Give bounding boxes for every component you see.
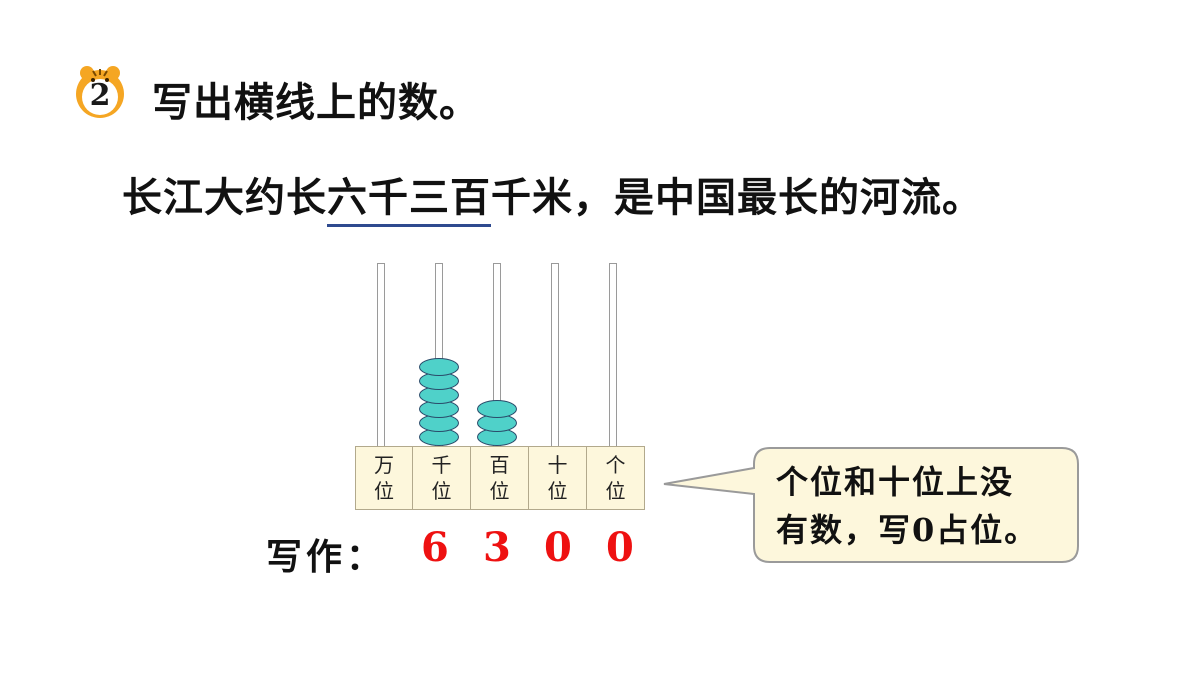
sentence-underlined-number: 六千三百 [327, 178, 491, 227]
place-label-line1: 千 [431, 453, 452, 477]
place-label-line2: 位 [489, 479, 510, 503]
answer-digit-thousands: 6 [421, 524, 449, 571]
answer-digit-ones: 0 [606, 524, 634, 571]
place-label-ge: 个位 [587, 446, 645, 510]
sentence-before: 长江大约长 [122, 175, 327, 221]
place-label-qian: 千位 [413, 446, 471, 510]
abacus: 万位 千位 百位 十位 个位 [340, 250, 660, 520]
task-number: 2 [89, 78, 111, 113]
place-label-line1: 十 [547, 453, 568, 477]
place-label-line2: 位 [547, 479, 568, 503]
place-label-shi: 十位 [529, 446, 587, 510]
abacus-bead [477, 400, 517, 418]
place-label-line1: 个 [605, 453, 626, 477]
place-label-line2: 位 [605, 479, 626, 503]
callout-line2: 有数，写0占位。 [776, 511, 1039, 549]
callout-line1: 个位和十位上没 [776, 463, 1015, 501]
abacus-rod-ge [609, 263, 617, 451]
place-label-wan: 万位 [355, 446, 413, 510]
place-label-bai: 百位 [471, 446, 529, 510]
tiger-face-icon [76, 66, 124, 118]
place-value-labels: 万位 千位 百位 十位 个位 [355, 446, 645, 512]
speech-bubble [663, 447, 1079, 563]
write-as-label: 写作： [266, 537, 387, 578]
sentence-after: 千米，是中国最长的河流。 [491, 175, 983, 221]
place-label-line1: 万 [374, 453, 394, 477]
answer-digit-tens: 0 [544, 524, 572, 571]
task-title: 写出横线上的数。 [152, 80, 480, 126]
abacus-rod-wan [377, 263, 385, 451]
place-label-line1: 百 [489, 453, 510, 477]
answer-digit-hundreds: 3 [483, 524, 511, 571]
abacus-bead [419, 358, 459, 376]
problem-sentence: 长江大约长六千三百千米，是中国最长的河流。 [122, 165, 983, 227]
place-label-line2: 位 [431, 479, 452, 503]
callout-text: 个位和十位上没 有数，写0占位。 [776, 458, 1066, 554]
task-number-badge: 2 [76, 64, 134, 122]
abacus-rod-shi [551, 263, 559, 451]
place-label-line2: 位 [374, 479, 394, 503]
